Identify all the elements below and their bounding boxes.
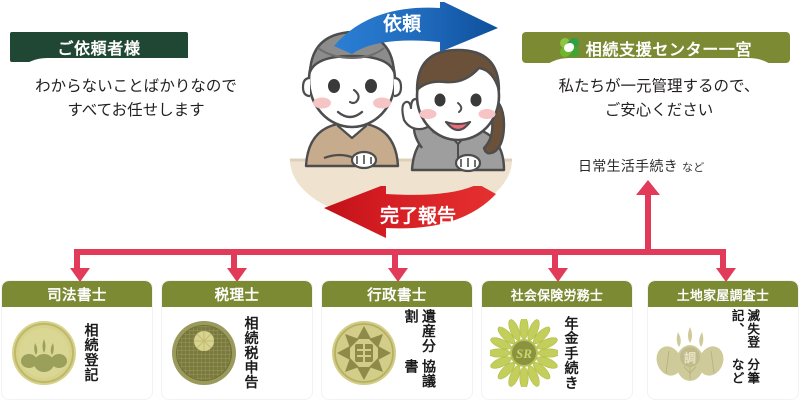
drop-line-1 — [231, 249, 237, 271]
drop-line-0 — [74, 249, 80, 271]
return-arrow-stem — [645, 188, 651, 252]
distribution-bar — [74, 249, 726, 255]
profession-card-zeirishi[interactable]: 税理士 相続税 申告 — [162, 281, 312, 399]
gyosei-star-seal-icon — [332, 321, 396, 385]
report-arrow-label: 完了報告 — [380, 204, 456, 227]
card-duty-line-2: 手続き — [563, 345, 580, 391]
card-title: 社会保険労務士 — [482, 281, 632, 307]
grid-chrysanthemum-seal-icon — [172, 321, 236, 385]
card-body: 相続登記 — [2, 307, 152, 399]
tochi-leaf-seal-icon: 調 — [656, 327, 724, 381]
card-duty-line-2: 申告 — [243, 360, 260, 391]
card-duty-line-2: 分筆など — [729, 357, 760, 385]
daily-procedures-main: 日常生活手続き — [578, 158, 678, 174]
card-duty: 滅失登記、 分筆など — [728, 309, 760, 397]
drop-arrow-1 — [227, 268, 247, 282]
drop-line-4 — [720, 249, 726, 271]
card-duty-line-1: 滅失登記、 — [729, 309, 760, 349]
card-duty: 年金 手続き — [562, 316, 580, 390]
center-speech-line-2: ご安心ください — [604, 102, 714, 119]
card-duty-line-1: 年金 — [563, 315, 580, 346]
card-title: 司法書士 — [2, 281, 152, 307]
drop-arrow-3 — [548, 268, 568, 282]
report-arrow: 完了報告 — [324, 186, 496, 238]
profession-card-sharoshi[interactable]: 社会保険労務士 — [482, 281, 632, 399]
card-duty-line-1: 遺産分割 — [403, 309, 438, 354]
paulownia-seal-icon — [12, 321, 76, 385]
drop-arrow-0 — [70, 268, 90, 282]
profession-card-shiho-shoshi[interactable]: 司法書士 相続登記 — [2, 281, 152, 399]
center-role-chip: 相続支援センター一宮 — [522, 32, 790, 63]
card-body: 相続税 申告 — [162, 307, 312, 399]
staff-figure — [401, 48, 506, 173]
svg-text:調: 調 — [684, 350, 696, 365]
clover-icon — [557, 35, 581, 60]
card-duty: 相続税 申告 — [242, 316, 260, 390]
client-bubble-tail — [240, 125, 260, 149]
center-role-label: 相続支援センター一宮 — [585, 41, 753, 59]
request-arrow: 依頼 — [334, 2, 498, 54]
card-duty-line-2: 協議書 — [403, 359, 438, 389]
daily-procedures-note: 日常生活手続きなど — [578, 156, 705, 176]
card-body: 遺産分割 協議書 — [322, 307, 472, 399]
sr-sunflower-seal-icon: SR — [490, 319, 558, 387]
drop-line-2 — [392, 249, 398, 271]
card-body: 調 滅失登記、 分筆など — [648, 307, 798, 399]
center-speech-bubble: 私たちが一元管理するので、 ご安心ください — [528, 58, 790, 140]
svg-text:SR: SR — [516, 346, 532, 361]
card-title: 税理士 — [162, 281, 312, 307]
center-speech-line-1: 私たちが一元管理するので、 — [558, 77, 760, 95]
client-role-chip: ご依頼者様 — [10, 32, 188, 62]
profession-card-gyosei-shoshi[interactable]: 行政書士 — [322, 281, 472, 399]
card-duty: 相続登記 — [83, 323, 100, 383]
drop-arrow-4 — [716, 268, 736, 282]
card-duty-line-1: 相続税 — [243, 315, 260, 361]
center-bubble-tail — [527, 126, 544, 149]
return-arrow-head — [636, 180, 660, 195]
client-role-label: ご依頼者様 — [57, 41, 141, 58]
card-title: 土地家屋調査士 — [648, 281, 798, 307]
drop-line-3 — [552, 249, 558, 271]
profession-card-chosashi[interactable]: 土地家屋調査士 調 滅失登記、 分 — [648, 281, 798, 399]
client-speech-line-2: すべてお任せします — [67, 102, 205, 119]
card-title: 行政書士 — [322, 281, 472, 307]
card-body: SR 年金 手続き — [482, 307, 632, 399]
daily-procedures-suffix: など — [681, 162, 705, 174]
client-speech-line-1: わからないことばかりなので — [35, 77, 237, 95]
drop-arrow-2 — [388, 268, 408, 282]
request-arrow-label: 依頼 — [383, 12, 422, 35]
card-duty: 遺産分割 協議書 — [402, 309, 438, 397]
client-speech-bubble: わからないことばかりなので すべてお任せします — [6, 58, 266, 140]
